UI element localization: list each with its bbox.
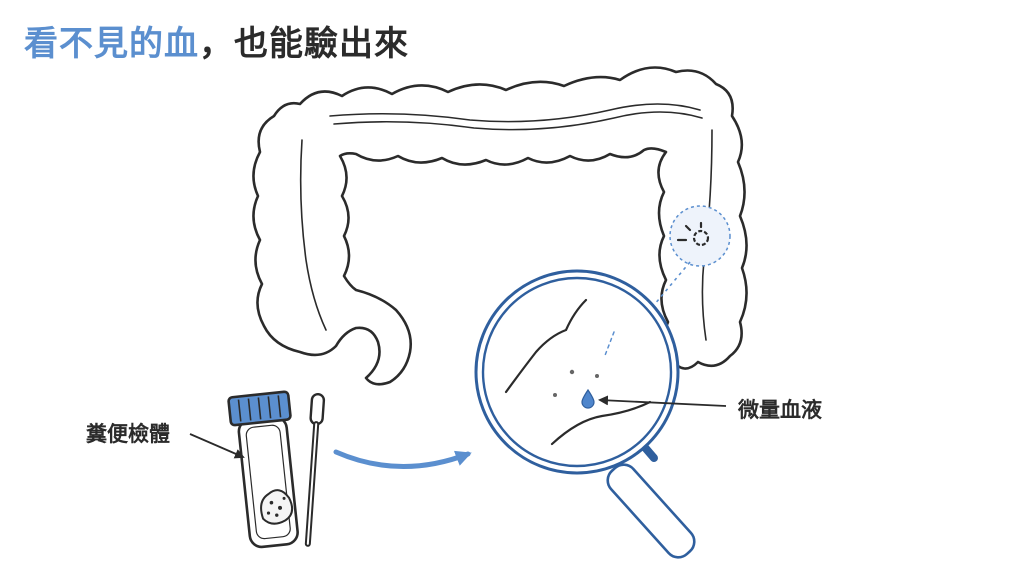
magnifier-icon (474, 269, 696, 559)
title-rest: ，也能驗出來 (199, 24, 409, 64)
colon-illustration (252, 66, 748, 386)
trace-blood-label: 微量血液 (738, 398, 822, 422)
flow-arrow (333, 449, 472, 469)
stool-sample-label: 糞便檢體 (86, 422, 170, 446)
sample-tube-icon (227, 390, 299, 549)
title-highlight: 看不見的血 (24, 24, 199, 64)
blood-drop-icon (581, 388, 595, 409)
swab-icon (304, 392, 326, 547)
page-title: 看不見的血，也能驗出來 (24, 16, 409, 65)
stool-pointer (189, 433, 245, 459)
blood-pointer (598, 395, 727, 407)
